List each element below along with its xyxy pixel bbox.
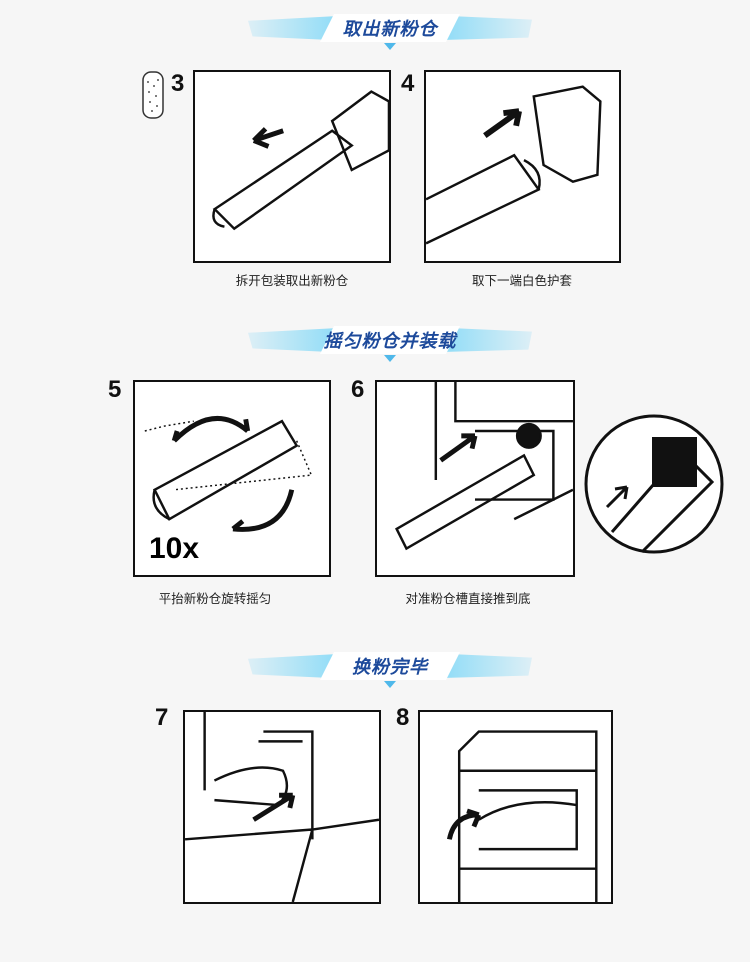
step-5-illustration: 10x bbox=[133, 380, 331, 577]
step-6-illustration bbox=[375, 380, 575, 577]
step-7-illustration bbox=[183, 710, 381, 904]
step-number: 5 bbox=[108, 376, 122, 403]
step-number: 7 bbox=[155, 704, 169, 731]
section-title: 取出新粉仓 bbox=[342, 19, 438, 40]
step-4-illustration bbox=[424, 70, 621, 263]
section-header-complete: 换粉完毕 bbox=[248, 650, 532, 688]
zoom-detail-circle bbox=[584, 414, 724, 554]
step-caption: 对准粉仓槽直接推到底 bbox=[405, 591, 531, 606]
down-triangle-icon bbox=[384, 43, 396, 50]
down-triangle-icon bbox=[384, 355, 396, 362]
step-caption: 平抬新粉仓旋转摇匀 bbox=[158, 591, 272, 606]
section-header-take-out: 取出新粉仓 bbox=[248, 12, 532, 50]
step-number: 4 bbox=[401, 70, 415, 97]
toner-cartridge-icon bbox=[142, 71, 164, 119]
down-triangle-icon bbox=[384, 681, 396, 688]
section-title: 换粉完毕 bbox=[352, 657, 428, 678]
step-caption: 拆开包装取出新粉仓 bbox=[235, 273, 349, 288]
step-caption: 取下一端白色护套 bbox=[471, 273, 572, 288]
step-number: 3 bbox=[171, 70, 185, 97]
step-number: 8 bbox=[396, 704, 410, 731]
step-3-illustration bbox=[193, 70, 391, 263]
section-title: 摇匀粉仓并装载 bbox=[323, 331, 457, 352]
step-number: 6 bbox=[351, 376, 365, 403]
shake-count-label: 10x bbox=[149, 532, 200, 565]
step-8-illustration bbox=[418, 710, 613, 904]
section-header-shake-load: 摇匀粉仓并装载 bbox=[248, 324, 532, 362]
